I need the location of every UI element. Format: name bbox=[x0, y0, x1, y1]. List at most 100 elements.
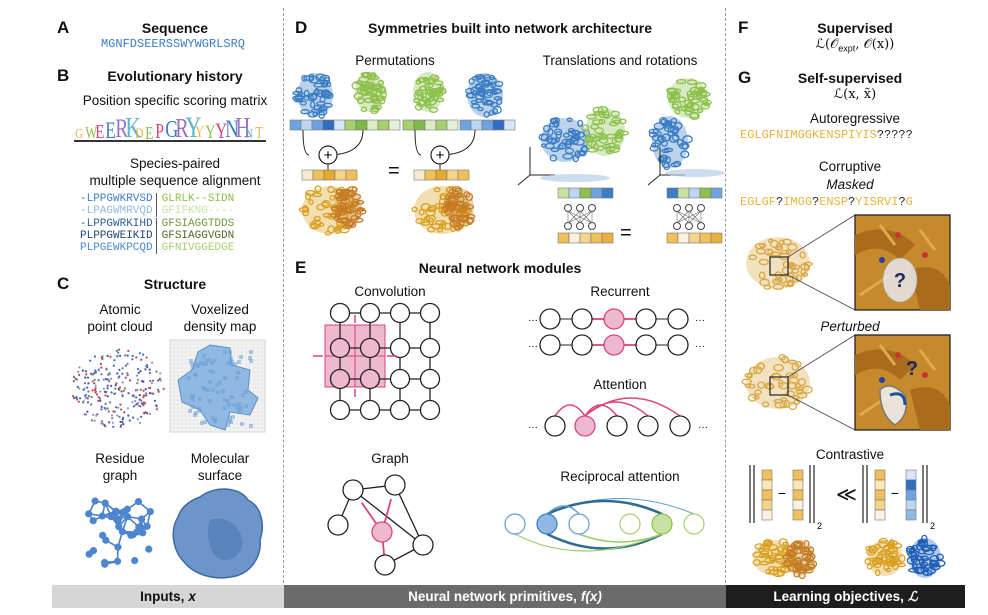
atom-point bbox=[94, 384, 97, 387]
oxygen-atom bbox=[922, 372, 928, 378]
atom-point bbox=[131, 358, 134, 361]
protein-complex-part-helix bbox=[456, 210, 464, 218]
atom-point bbox=[87, 395, 90, 398]
voxel-cell bbox=[237, 402, 241, 406]
protein-complex-helix bbox=[418, 208, 425, 216]
atom-point bbox=[102, 378, 105, 381]
sequence-segment: EGLGF bbox=[740, 195, 777, 209]
protein-gold-helix bbox=[767, 248, 774, 257]
footer-objectives-var: ℒ bbox=[907, 588, 918, 605]
contrastive-diagram: −2−2 bbox=[749, 465, 946, 580]
inset-helix bbox=[910, 387, 950, 430]
atom-point bbox=[117, 351, 120, 354]
atom-point bbox=[107, 373, 110, 376]
protein-complex-part-helix bbox=[457, 195, 465, 204]
protein-blue-helix bbox=[547, 128, 554, 136]
protein-gold-helix bbox=[882, 564, 890, 571]
nn-edge bbox=[688, 210, 702, 224]
voxel-cell bbox=[189, 359, 193, 363]
voxel-cell bbox=[200, 421, 204, 425]
atom-point bbox=[106, 395, 109, 398]
embedding-orange-cell bbox=[345, 169, 358, 181]
protein-complex-helix bbox=[433, 187, 441, 193]
attention-arc bbox=[584, 397, 681, 417]
nn-node bbox=[564, 204, 572, 212]
atom-point bbox=[116, 414, 119, 417]
protein-gold-helix bbox=[787, 359, 797, 365]
reciprocal-arc bbox=[546, 499, 663, 516]
protein-blue-helix bbox=[681, 143, 689, 150]
protein-blue-helix bbox=[300, 100, 307, 106]
graph-node bbox=[342, 479, 364, 501]
atomic-point-cloud-image bbox=[71, 348, 165, 428]
embedding-orange-cell bbox=[557, 232, 570, 244]
point-cloud-label-line1: Atomic bbox=[99, 302, 141, 317]
zoom-box bbox=[769, 256, 789, 276]
protein-blue-helix bbox=[553, 128, 563, 136]
voxel-cell bbox=[241, 393, 245, 397]
protein-blue-helix bbox=[918, 548, 927, 555]
protein-blue-helix bbox=[493, 96, 503, 101]
protein-gold-helix bbox=[748, 383, 756, 389]
embedding-blue-cell bbox=[322, 119, 335, 131]
atom-point bbox=[127, 349, 130, 352]
embedding-mixed-cell bbox=[568, 187, 581, 199]
atom-point bbox=[119, 354, 122, 357]
embedding-orange-cell bbox=[699, 232, 712, 244]
protein-green-helix bbox=[699, 91, 711, 98]
protein-blue-helix bbox=[483, 111, 490, 118]
contrast-negative-a-cell bbox=[874, 509, 886, 521]
convolution-diagram bbox=[313, 302, 441, 421]
atom-point bbox=[76, 385, 79, 388]
protein-gold-helix bbox=[768, 569, 780, 575]
protein-blue-helix bbox=[303, 89, 310, 98]
protein-complex-helix bbox=[311, 192, 322, 198]
atom-point bbox=[121, 393, 124, 396]
atom-point bbox=[129, 379, 132, 382]
voxel-cell bbox=[249, 424, 253, 428]
atom-point bbox=[138, 421, 142, 424]
panel-f-letter: F bbox=[738, 18, 749, 37]
atom-point bbox=[115, 349, 119, 352]
atom-point bbox=[93, 372, 96, 375]
voxel-cell bbox=[236, 371, 240, 375]
protein-green-helix bbox=[668, 97, 678, 104]
embedding-orange-cell bbox=[301, 169, 314, 181]
protein-blue-helix bbox=[466, 92, 474, 99]
protein-green-helix bbox=[585, 135, 595, 144]
protein-complex-helix bbox=[450, 224, 457, 232]
protein-gold-helix bbox=[799, 251, 806, 259]
protein-gold-helix bbox=[754, 543, 765, 550]
protein-blue-helix bbox=[576, 150, 586, 156]
nn-edge bbox=[676, 210, 690, 224]
protein-green-helix bbox=[586, 114, 597, 120]
nn-node bbox=[685, 204, 693, 212]
atom-point bbox=[84, 397, 87, 400]
footer-primitives: Neural network primitives, f(x) bbox=[284, 585, 726, 608]
msa-label-1: Species-paired bbox=[129, 156, 221, 171]
protein-gold-helix bbox=[772, 569, 784, 578]
atom-point bbox=[135, 374, 138, 377]
protein-blue-helix bbox=[562, 153, 574, 160]
graph-node bbox=[371, 521, 393, 543]
panel-g-title: Self-supervised bbox=[797, 70, 903, 86]
protein-blue-helix bbox=[317, 108, 328, 116]
panel-e-letter: E bbox=[295, 258, 307, 277]
atom-point bbox=[93, 419, 96, 422]
recurrent-node bbox=[539, 308, 561, 330]
protein-green-helix bbox=[365, 86, 376, 93]
voxel-cell bbox=[229, 357, 233, 361]
atom-point bbox=[149, 379, 152, 382]
residue-node bbox=[131, 556, 139, 565]
embedding-mixed-cell bbox=[557, 187, 570, 199]
protein-green-helix bbox=[413, 91, 425, 101]
grid-node bbox=[419, 302, 441, 324]
protein-gold-helix bbox=[874, 569, 881, 577]
protein-green-helix bbox=[605, 142, 616, 149]
protein-blue-helix bbox=[319, 106, 326, 112]
atom-point bbox=[155, 408, 158, 411]
reciprocal-node bbox=[536, 513, 558, 535]
atom-point bbox=[121, 421, 124, 424]
protein-complex-part-helix bbox=[341, 188, 352, 194]
protein-complex-helix bbox=[424, 215, 431, 221]
